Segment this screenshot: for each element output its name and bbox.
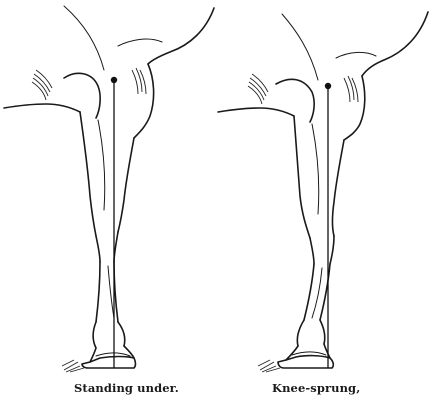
coronet-band — [292, 352, 326, 355]
chest-outline — [118, 39, 162, 46]
forearm-right-edge — [333, 140, 345, 236]
knee-left — [310, 238, 314, 264]
hair-tuft-chest — [344, 76, 358, 102]
ground-hatch-left — [258, 360, 280, 372]
body-outline — [362, 12, 428, 76]
plumb-point — [111, 77, 117, 83]
belly-line — [218, 108, 294, 116]
belly-line — [4, 104, 80, 112]
knee-right — [330, 236, 334, 264]
chest-outline — [336, 52, 376, 58]
neck-line — [282, 14, 318, 80]
cannon-left — [304, 264, 314, 320]
plumb-point — [325, 83, 331, 89]
fetlock-right — [118, 322, 125, 346]
elbow-contour — [276, 79, 314, 122]
knee-sprung-illustration — [218, 12, 428, 372]
forearm-muscle-line — [98, 120, 105, 210]
fetlock-left — [93, 322, 96, 348]
caption-standing-under: Standing under. — [74, 381, 179, 395]
upper-arm-contour — [134, 64, 154, 138]
elbow-contour — [64, 73, 100, 118]
body-outline — [148, 8, 214, 64]
forearm-left-edge — [80, 112, 96, 236]
hair-tuft-chest — [132, 68, 146, 94]
coronet-band — [96, 353, 130, 356]
forearm-left-edge — [294, 116, 310, 238]
neck-line — [64, 6, 104, 70]
fetlock-left — [297, 320, 304, 346]
forearm-muscle-line — [312, 124, 319, 214]
fetlock-right — [320, 320, 325, 344]
hoof — [278, 356, 333, 368]
hair-tuft-left — [32, 70, 52, 100]
hair-tuft-left — [248, 74, 268, 104]
forearm-right-edge — [118, 138, 134, 232]
knee-left — [96, 236, 100, 262]
tendon-line — [108, 266, 114, 318]
cannon-left — [96, 262, 100, 322]
standing-under-illustration — [4, 6, 214, 372]
hoof — [82, 357, 136, 369]
caption-knee-sprung: Knee-sprung, — [272, 381, 360, 395]
ground-hatch-left — [62, 360, 84, 372]
